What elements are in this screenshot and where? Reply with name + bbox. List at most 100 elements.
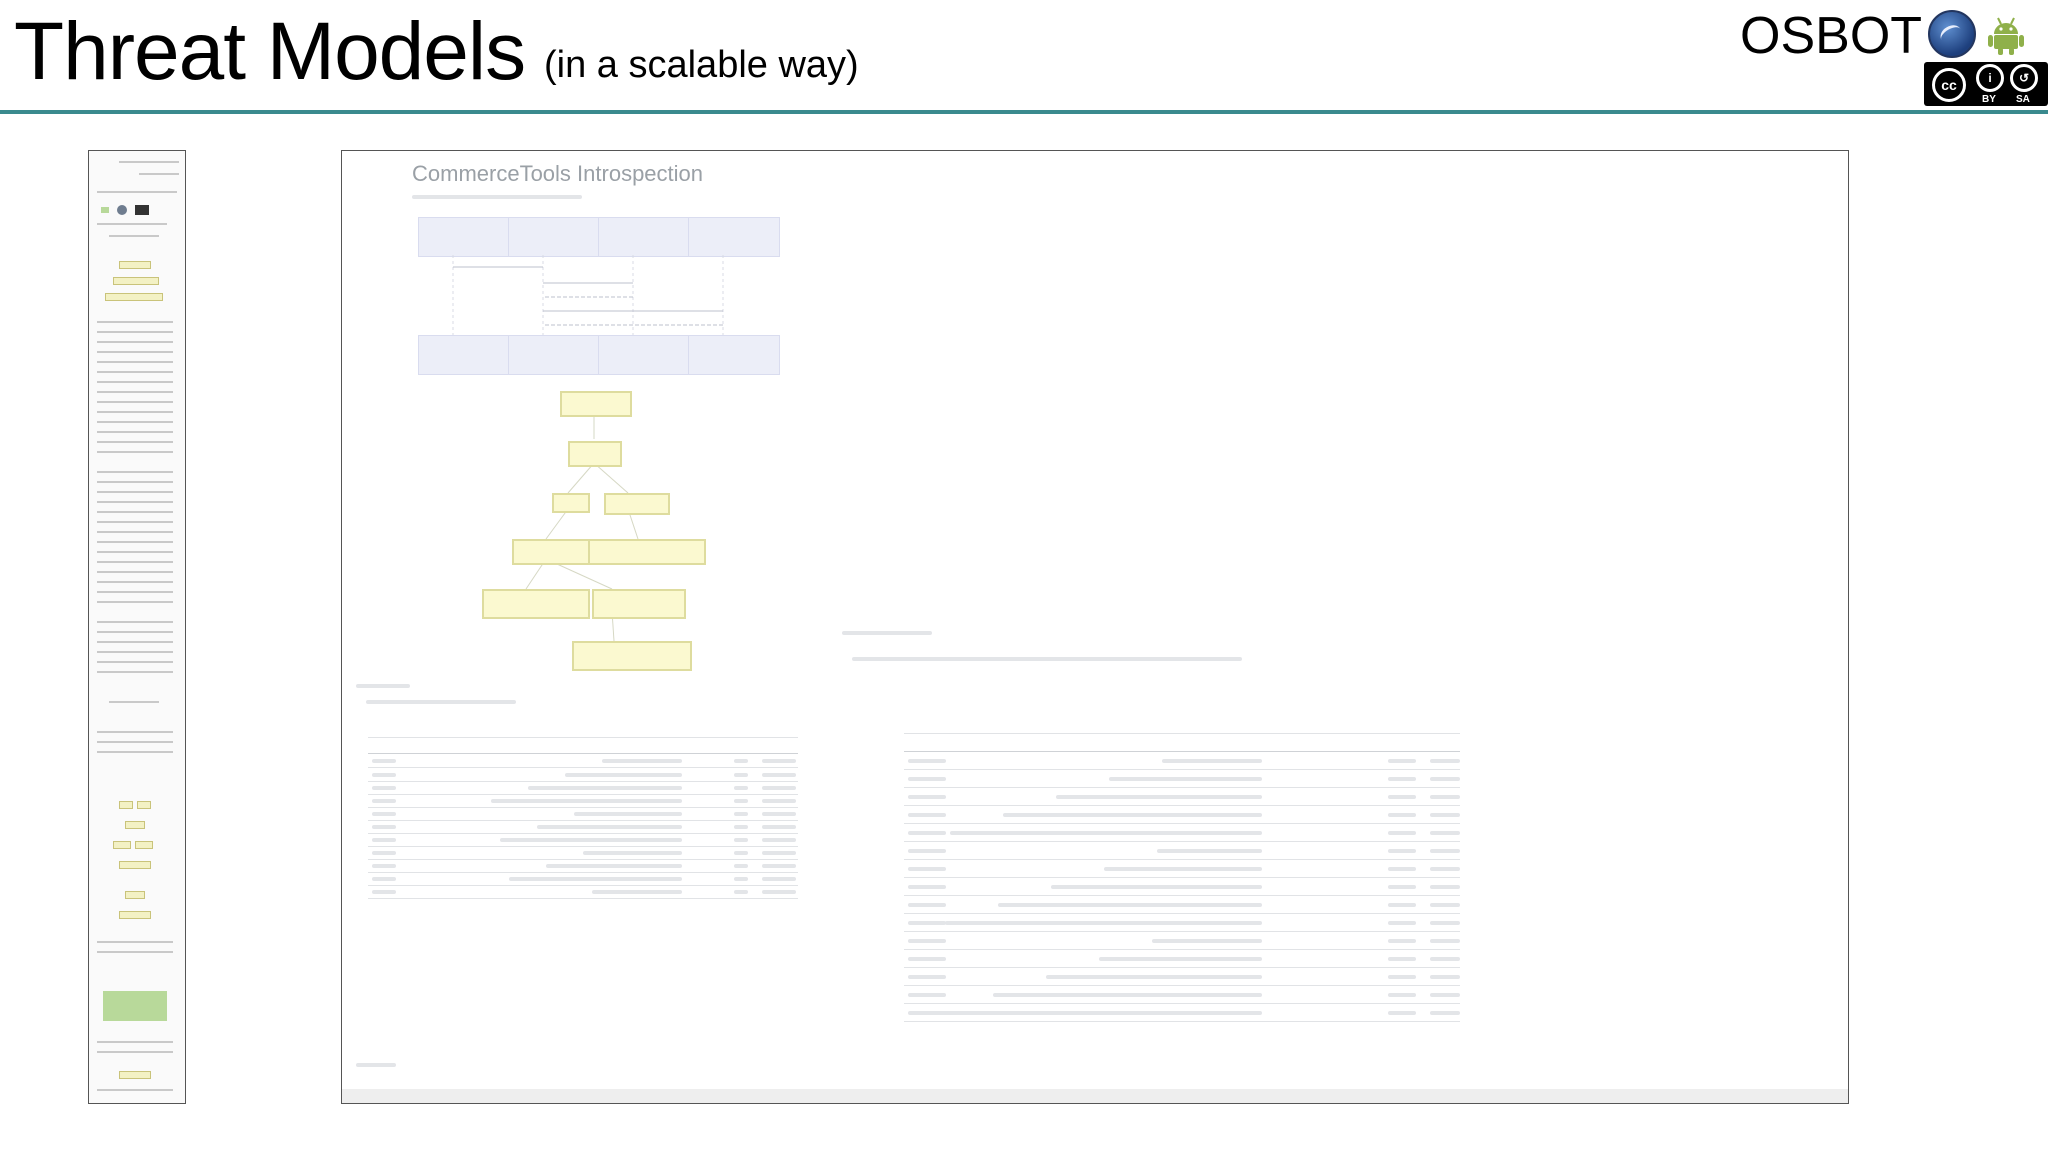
- table-cell-placeholder: [372, 864, 396, 868]
- table-cell-placeholder: [1388, 939, 1416, 943]
- table-cell-placeholder: [546, 864, 682, 868]
- attribution-icon: i: [1976, 64, 2004, 92]
- table-cell-placeholder: [908, 1011, 946, 1015]
- android-icon: [1988, 17, 2024, 55]
- table-cell-placeholder: [908, 975, 946, 979]
- table-cell-placeholder: [762, 877, 796, 881]
- table-cell-placeholder: [1109, 777, 1262, 781]
- table-cell-placeholder: [1388, 777, 1416, 781]
- osbot-logo-icon: [1928, 10, 1976, 58]
- table-cell-placeholder: [1152, 939, 1262, 943]
- sequence-participant: [418, 335, 510, 375]
- table-cell-placeholder: [372, 877, 396, 881]
- table-cell-placeholder: [1388, 903, 1416, 907]
- table-cell-placeholder: [372, 799, 396, 803]
- table-cell-placeholder: [372, 890, 396, 894]
- table-cell-placeholder: [1046, 975, 1262, 979]
- table-cell-placeholder: [574, 812, 682, 816]
- license-badge: cc i ↺ BY SA: [1924, 62, 2048, 106]
- table-cell-placeholder: [372, 825, 396, 829]
- table-cell-placeholder: [993, 993, 1262, 997]
- table-cell-placeholder: [998, 903, 1262, 907]
- slide-header: Threat Models (in a scalable way) OSBOT …: [0, 0, 2048, 116]
- table-cell-placeholder: [1162, 759, 1262, 763]
- table-cell-placeholder: [372, 812, 396, 816]
- table-cell-placeholder: [1003, 813, 1262, 817]
- table-cell-placeholder: [1430, 795, 1460, 799]
- table-cell-placeholder: [1388, 993, 1416, 997]
- table-cell-placeholder: [945, 921, 1262, 925]
- share-alike-icon: ↺: [2010, 64, 2038, 92]
- license-sa-label: SA: [2016, 94, 2030, 105]
- table-cell-placeholder: [1430, 957, 1460, 961]
- table-cell-placeholder: [734, 759, 748, 763]
- table-cell-placeholder: [1430, 849, 1460, 853]
- creative-commons-icon: cc: [1932, 68, 1966, 102]
- table-cell-placeholder: [1388, 885, 1416, 889]
- table-cell-placeholder: [908, 867, 946, 871]
- table-cell-placeholder: [1388, 813, 1416, 817]
- tree-node: [482, 589, 590, 619]
- table-cell-placeholder: [908, 939, 946, 943]
- table-cell-placeholder: [491, 799, 682, 803]
- table-cell-placeholder: [372, 851, 396, 855]
- table-cell-placeholder: [1388, 957, 1416, 961]
- table-cell-placeholder: [372, 786, 396, 790]
- table-cell-placeholder: [734, 877, 748, 881]
- document-title: CommerceTools Introspection: [412, 161, 704, 186]
- table-cell-placeholder: [528, 786, 682, 790]
- document-thumbnail: [88, 150, 186, 1104]
- sequence-messages: [452, 255, 724, 335]
- table-cell-placeholder: [908, 777, 946, 781]
- table-cell-placeholder: [734, 864, 748, 868]
- table-cell-placeholder: [1051, 885, 1262, 889]
- table-cell-placeholder: [583, 851, 682, 855]
- table-cell-placeholder: [1430, 975, 1460, 979]
- table-cell-placeholder: [734, 825, 748, 829]
- table-cell-placeholder: [950, 831, 1262, 835]
- tree-node: [572, 641, 692, 671]
- sequence-participant: [688, 335, 780, 375]
- table-cell-placeholder: [592, 890, 682, 894]
- table-cell-placeholder: [1388, 921, 1416, 925]
- table-cell-placeholder: [762, 838, 796, 842]
- table-cell-placeholder: [372, 838, 396, 842]
- table-cell-placeholder: [908, 921, 946, 925]
- document-footer: [342, 1089, 1848, 1103]
- sequence-participant: [688, 217, 780, 257]
- table-cell-placeholder: [762, 786, 796, 790]
- table-cell-placeholder: [1157, 849, 1262, 853]
- table-cell-placeholder: [1430, 903, 1460, 907]
- tree-node: [568, 441, 622, 467]
- table-cell-placeholder: [1056, 795, 1262, 799]
- table-cell-placeholder: [734, 812, 748, 816]
- table-cell-placeholder: [1430, 939, 1460, 943]
- table-cell-placeholder: [1388, 831, 1416, 835]
- table-cell-placeholder: [908, 993, 946, 997]
- table-cell-placeholder: [734, 851, 748, 855]
- tree-node: [604, 493, 670, 515]
- table-cell-placeholder: [1430, 921, 1460, 925]
- table-cell-placeholder: [908, 813, 946, 817]
- table-cell-placeholder: [1388, 975, 1416, 979]
- table-cell-placeholder: [762, 773, 796, 777]
- table-cell-placeholder: [1430, 777, 1460, 781]
- sequence-participant: [598, 335, 690, 375]
- table-cell-placeholder: [1388, 795, 1416, 799]
- table-cell-placeholder: [734, 799, 748, 803]
- table-cell-placeholder: [734, 786, 748, 790]
- tree-node: [592, 589, 686, 619]
- slide-subtitle: (in a scalable way): [544, 44, 859, 86]
- table-cell-placeholder: [908, 903, 946, 907]
- table-cell-placeholder: [908, 885, 946, 889]
- table-cell-placeholder: [1388, 1011, 1416, 1015]
- table-cell-placeholder: [1430, 813, 1460, 817]
- tree-node: [588, 539, 706, 565]
- table-cell-placeholder: [1430, 885, 1460, 889]
- table-cell-placeholder: [1430, 1011, 1460, 1015]
- table-cell-placeholder: [908, 957, 946, 961]
- table-cell-placeholder: [762, 799, 796, 803]
- table-cell-placeholder: [565, 773, 682, 777]
- table-cell-placeholder: [762, 812, 796, 816]
- table-cell-placeholder: [1430, 993, 1460, 997]
